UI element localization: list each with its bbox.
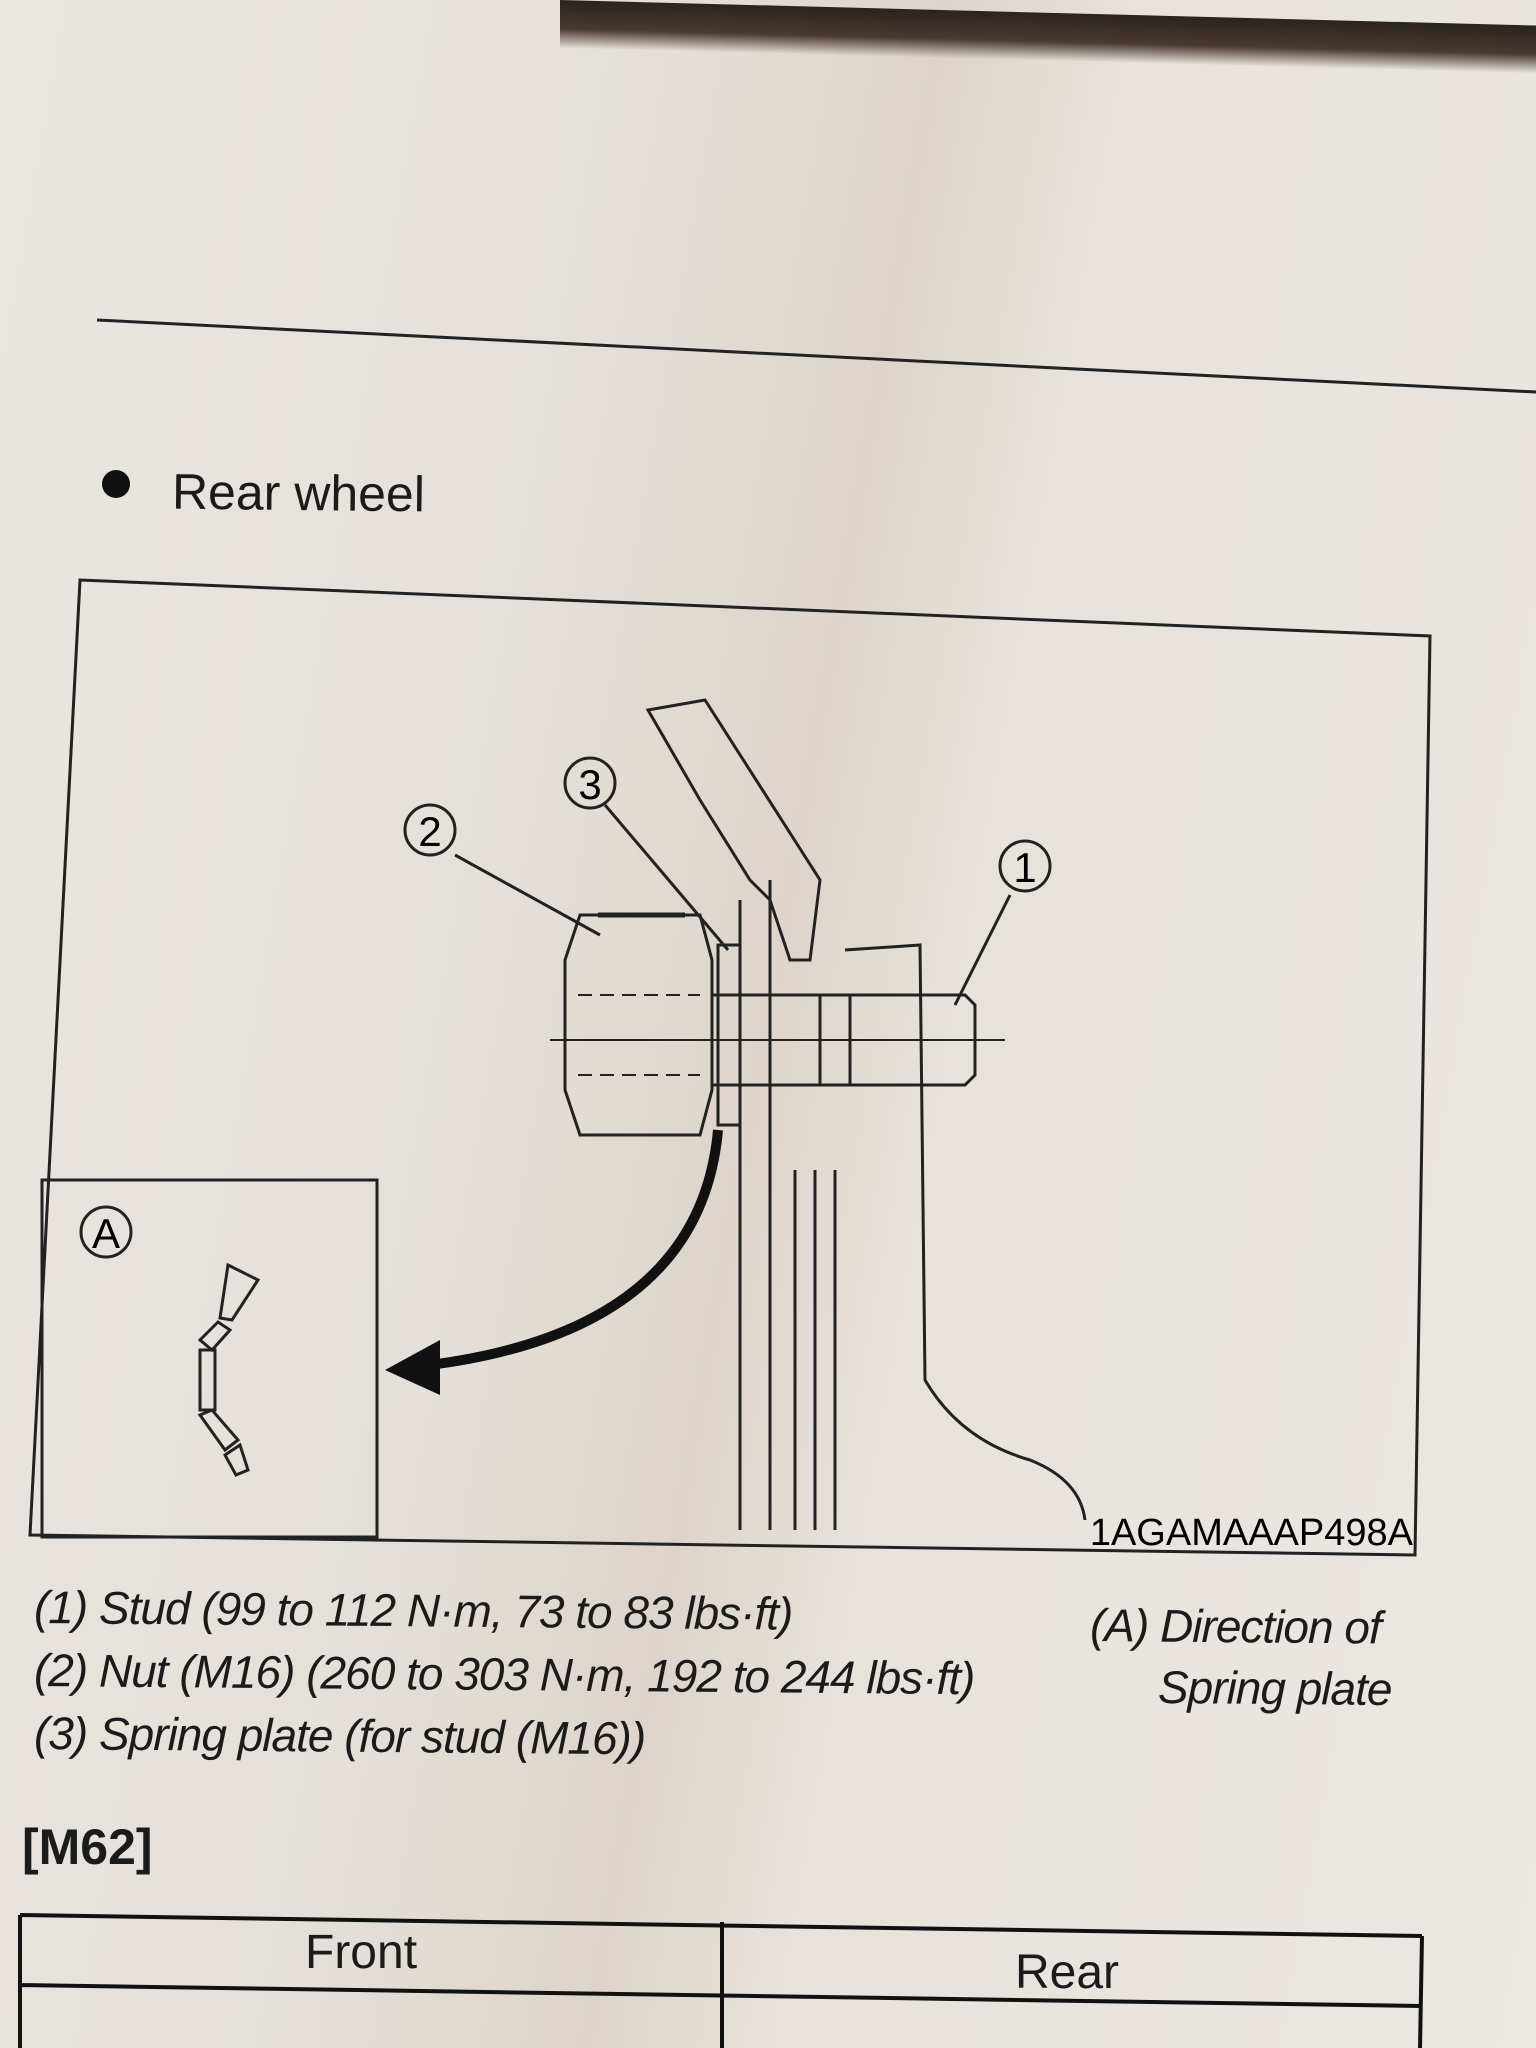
table-grid — [18, 1913, 1424, 2048]
svg-text:1: 1 — [1013, 844, 1036, 891]
legend-item-nut: (2) Nut (M16) (260 to 303 N·m, 192 to 24… — [33, 1644, 975, 1705]
svg-text:2: 2 — [418, 808, 441, 855]
svg-text:3: 3 — [578, 761, 601, 808]
table-header-front: Front — [305, 1926, 418, 1979]
spring-plate-shape — [197, 1262, 261, 1477]
figure-frame — [28, 578, 1432, 1557]
direction-arrow — [429, 1129, 723, 1370]
legend-a-line1: (A) Direction of — [1089, 1599, 1381, 1654]
nut-shape — [563, 913, 714, 1137]
legend-item-stud: (1) Stud (99 to 112 N·m, 73 to 83 lbs·ft… — [33, 1581, 793, 1640]
leader-2 — [454, 853, 601, 937]
model-label: [M62] — [22, 1819, 153, 1875]
leader-3 — [603, 804, 730, 951]
bullet-icon — [102, 470, 130, 498]
leader-1 — [953, 894, 1012, 1006]
callout-3: 3 — [563, 756, 617, 810]
table-header-rear: Rear — [1015, 1946, 1120, 1999]
svg-text:A: A — [92, 1210, 120, 1257]
header-rule — [96, 318, 1536, 394]
arrow-head — [385, 1340, 440, 1395]
legend-item-spring-plate: (3) Spring plate (for stud (M16)) — [33, 1707, 646, 1765]
inset-label-a: A — [79, 1205, 133, 1259]
section-heading: Rear wheel — [171, 463, 426, 523]
inset-box — [40, 1178, 379, 1539]
callout-1: 1 — [998, 839, 1052, 893]
callout-2: 2 — [403, 803, 457, 857]
figure-code: 1AGAMAAAP498A — [1090, 1512, 1414, 1554]
legend-a-line2: Spring plate — [1157, 1661, 1392, 1716]
